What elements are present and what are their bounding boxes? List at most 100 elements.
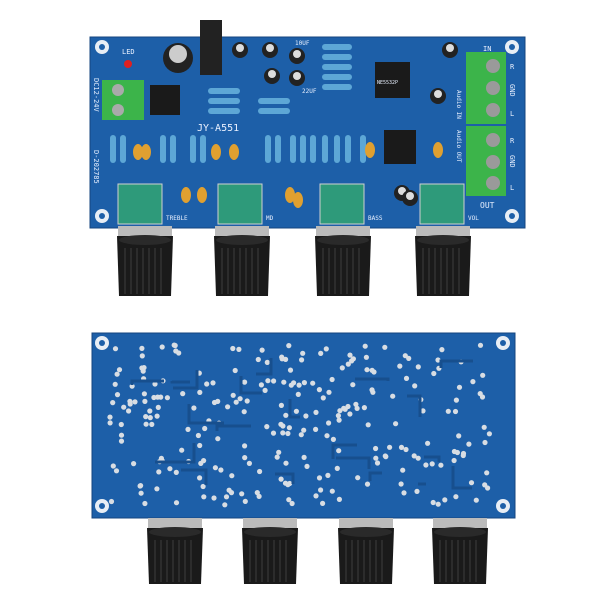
cap-22uf-label: 22UF: [302, 88, 317, 95]
solder-pad: [403, 375, 410, 381]
model-label: JY-A551: [197, 123, 239, 134]
solder-pad: [281, 379, 287, 385]
solder-pad: [212, 465, 218, 471]
solder-pad: [197, 442, 203, 449]
solder-pad: [299, 357, 305, 363]
solder-pad: [276, 449, 282, 455]
solder-pad: [301, 454, 307, 460]
trace: [407, 394, 422, 417]
resistor: [322, 44, 352, 50]
solder-pad: [113, 468, 120, 474]
resistor: [322, 74, 352, 80]
ceramic-capacitor: [285, 187, 295, 203]
solder-pad: [152, 381, 158, 387]
trace: [239, 376, 262, 395]
solder-pad: [239, 491, 245, 497]
solder-pad: [278, 402, 284, 408]
pot-label-treble: TREBLE: [166, 215, 188, 222]
resistor: [345, 135, 351, 163]
solder-pad: [354, 405, 360, 411]
solder-pad: [481, 424, 487, 430]
solder-pad: [204, 381, 210, 387]
solder-pad: [218, 467, 224, 473]
resistor: [258, 108, 290, 114]
resistor: [110, 135, 116, 163]
trace: [275, 472, 295, 484]
solder-pad: [241, 409, 247, 415]
solder-pad: [313, 409, 319, 415]
solder-pad: [164, 395, 170, 401]
solder-pad: [429, 461, 435, 467]
solder-pad: [355, 475, 361, 481]
solder-pad: [139, 353, 145, 359]
solder-pad: [477, 391, 483, 397]
pot-label-md: MD: [266, 215, 274, 222]
solder-pad: [131, 461, 137, 467]
resistor: [300, 135, 306, 163]
solder-pad: [373, 445, 379, 452]
solder-pad: [139, 345, 145, 351]
solder-pad: [110, 400, 116, 406]
power-label: DC12-24V: [92, 78, 100, 113]
solder-pad: [329, 488, 335, 494]
input-pin-l: L: [510, 110, 514, 118]
resistor: [322, 135, 328, 163]
solder-pad: [341, 405, 347, 411]
solder-pad: [330, 436, 336, 442]
solder-pad: [255, 356, 261, 363]
solder-pad: [246, 460, 252, 466]
solder-pad: [374, 460, 381, 466]
solder-pad: [147, 408, 153, 414]
solder-pad: [215, 436, 221, 442]
trace: [288, 399, 300, 419]
solder-pad: [301, 427, 307, 433]
solder-pad: [295, 391, 301, 397]
solder-pad: [159, 344, 165, 350]
resistor: [290, 135, 296, 163]
solder-pad: [480, 372, 486, 378]
solder-pad: [191, 405, 197, 411]
solder-pad: [435, 501, 441, 507]
trace: [368, 471, 382, 481]
solder-pad: [180, 391, 186, 397]
solder-pad: [283, 412, 289, 418]
solder-pad: [107, 414, 113, 420]
solder-pad: [118, 432, 125, 438]
solder-pad: [223, 494, 230, 500]
solder-pad: [114, 392, 121, 398]
resistor: [360, 135, 366, 163]
solder-pad: [318, 487, 324, 493]
solder-pad: [353, 401, 359, 407]
resistor: [200, 135, 206, 163]
solder-pad: [116, 367, 123, 373]
solder-pad: [411, 453, 417, 459]
resistor: [334, 135, 340, 163]
solder-pad: [451, 457, 457, 464]
input-terminal: IN R GND L Audio IN: [455, 45, 516, 124]
resistor: [208, 98, 240, 104]
solder-pad: [155, 404, 161, 410]
resistor: [322, 84, 352, 90]
solder-pad: [347, 352, 353, 358]
solder-pad: [349, 358, 355, 364]
solder-pad: [485, 485, 491, 491]
solder-pad: [345, 403, 351, 410]
solder-pad: [382, 453, 388, 459]
solder-pad: [347, 411, 353, 417]
solder-pad: [326, 420, 332, 426]
trace: [215, 424, 251, 431]
solder-pad: [172, 342, 178, 349]
solder-pad: [387, 444, 393, 450]
trace: [187, 404, 224, 425]
solder-pad: [453, 494, 459, 500]
input-pin-gnd: GND: [508, 84, 516, 97]
solder-pad: [242, 498, 248, 504]
solder-pad: [286, 343, 292, 349]
power-terminal: [102, 80, 144, 120]
solder-pad: [229, 473, 235, 479]
solder-pad: [264, 424, 270, 430]
potentiometer-bass: [319, 183, 365, 225]
resistor: [208, 88, 240, 94]
ceramic-capacitor: [133, 144, 143, 160]
